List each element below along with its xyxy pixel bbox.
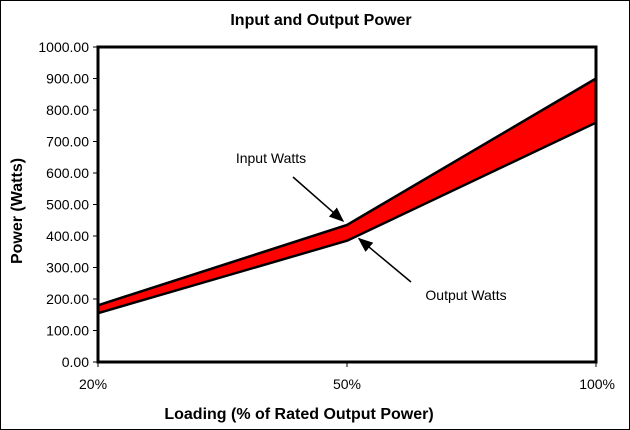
y-tick-label: 400.00 — [46, 228, 89, 244]
output-watts-arrow — [357, 237, 412, 283]
y-tick-label: 600.00 — [46, 165, 89, 181]
chart-title: Input and Output Power — [230, 12, 411, 29]
x-axis-label: Loading (% of Rated Output Power) — [164, 406, 433, 423]
y-tick-label: 300.00 — [46, 260, 89, 276]
plot-layer: 0.00 100.00 200.00 300.00 400.00 500.00 600.00… — [38, 39, 615, 392]
y-tick-label: 500.00 — [46, 197, 89, 213]
band-area-between-series — [98, 78, 596, 314]
annotation-output-watts: Output Watts — [425, 287, 506, 303]
input-watts-arrow — [292, 176, 345, 222]
series-line-input-watts — [97, 77, 597, 307]
y-tick-label: 700.00 — [46, 134, 89, 150]
series-line-output-watts — [97, 121, 597, 315]
annotation-input-watts: Input Watts — [236, 150, 306, 166]
y-tick-label: 800.00 — [46, 102, 89, 118]
x-tick-label: 100% — [579, 376, 615, 392]
y-tick-label: 100.00 — [46, 323, 89, 339]
y-axis-label: Power (Watts) — [9, 158, 26, 264]
y-tick-label: 200.00 — [46, 291, 89, 307]
y-tick-label: 900.00 — [46, 71, 89, 87]
y-tick-label: 1000.00 — [38, 39, 89, 55]
plot-area-border — [96, 45, 598, 364]
y-tick-label: 0.00 — [62, 354, 89, 370]
x-tick-label: 20% — [79, 376, 107, 392]
x-tick-label: 50% — [333, 376, 361, 392]
